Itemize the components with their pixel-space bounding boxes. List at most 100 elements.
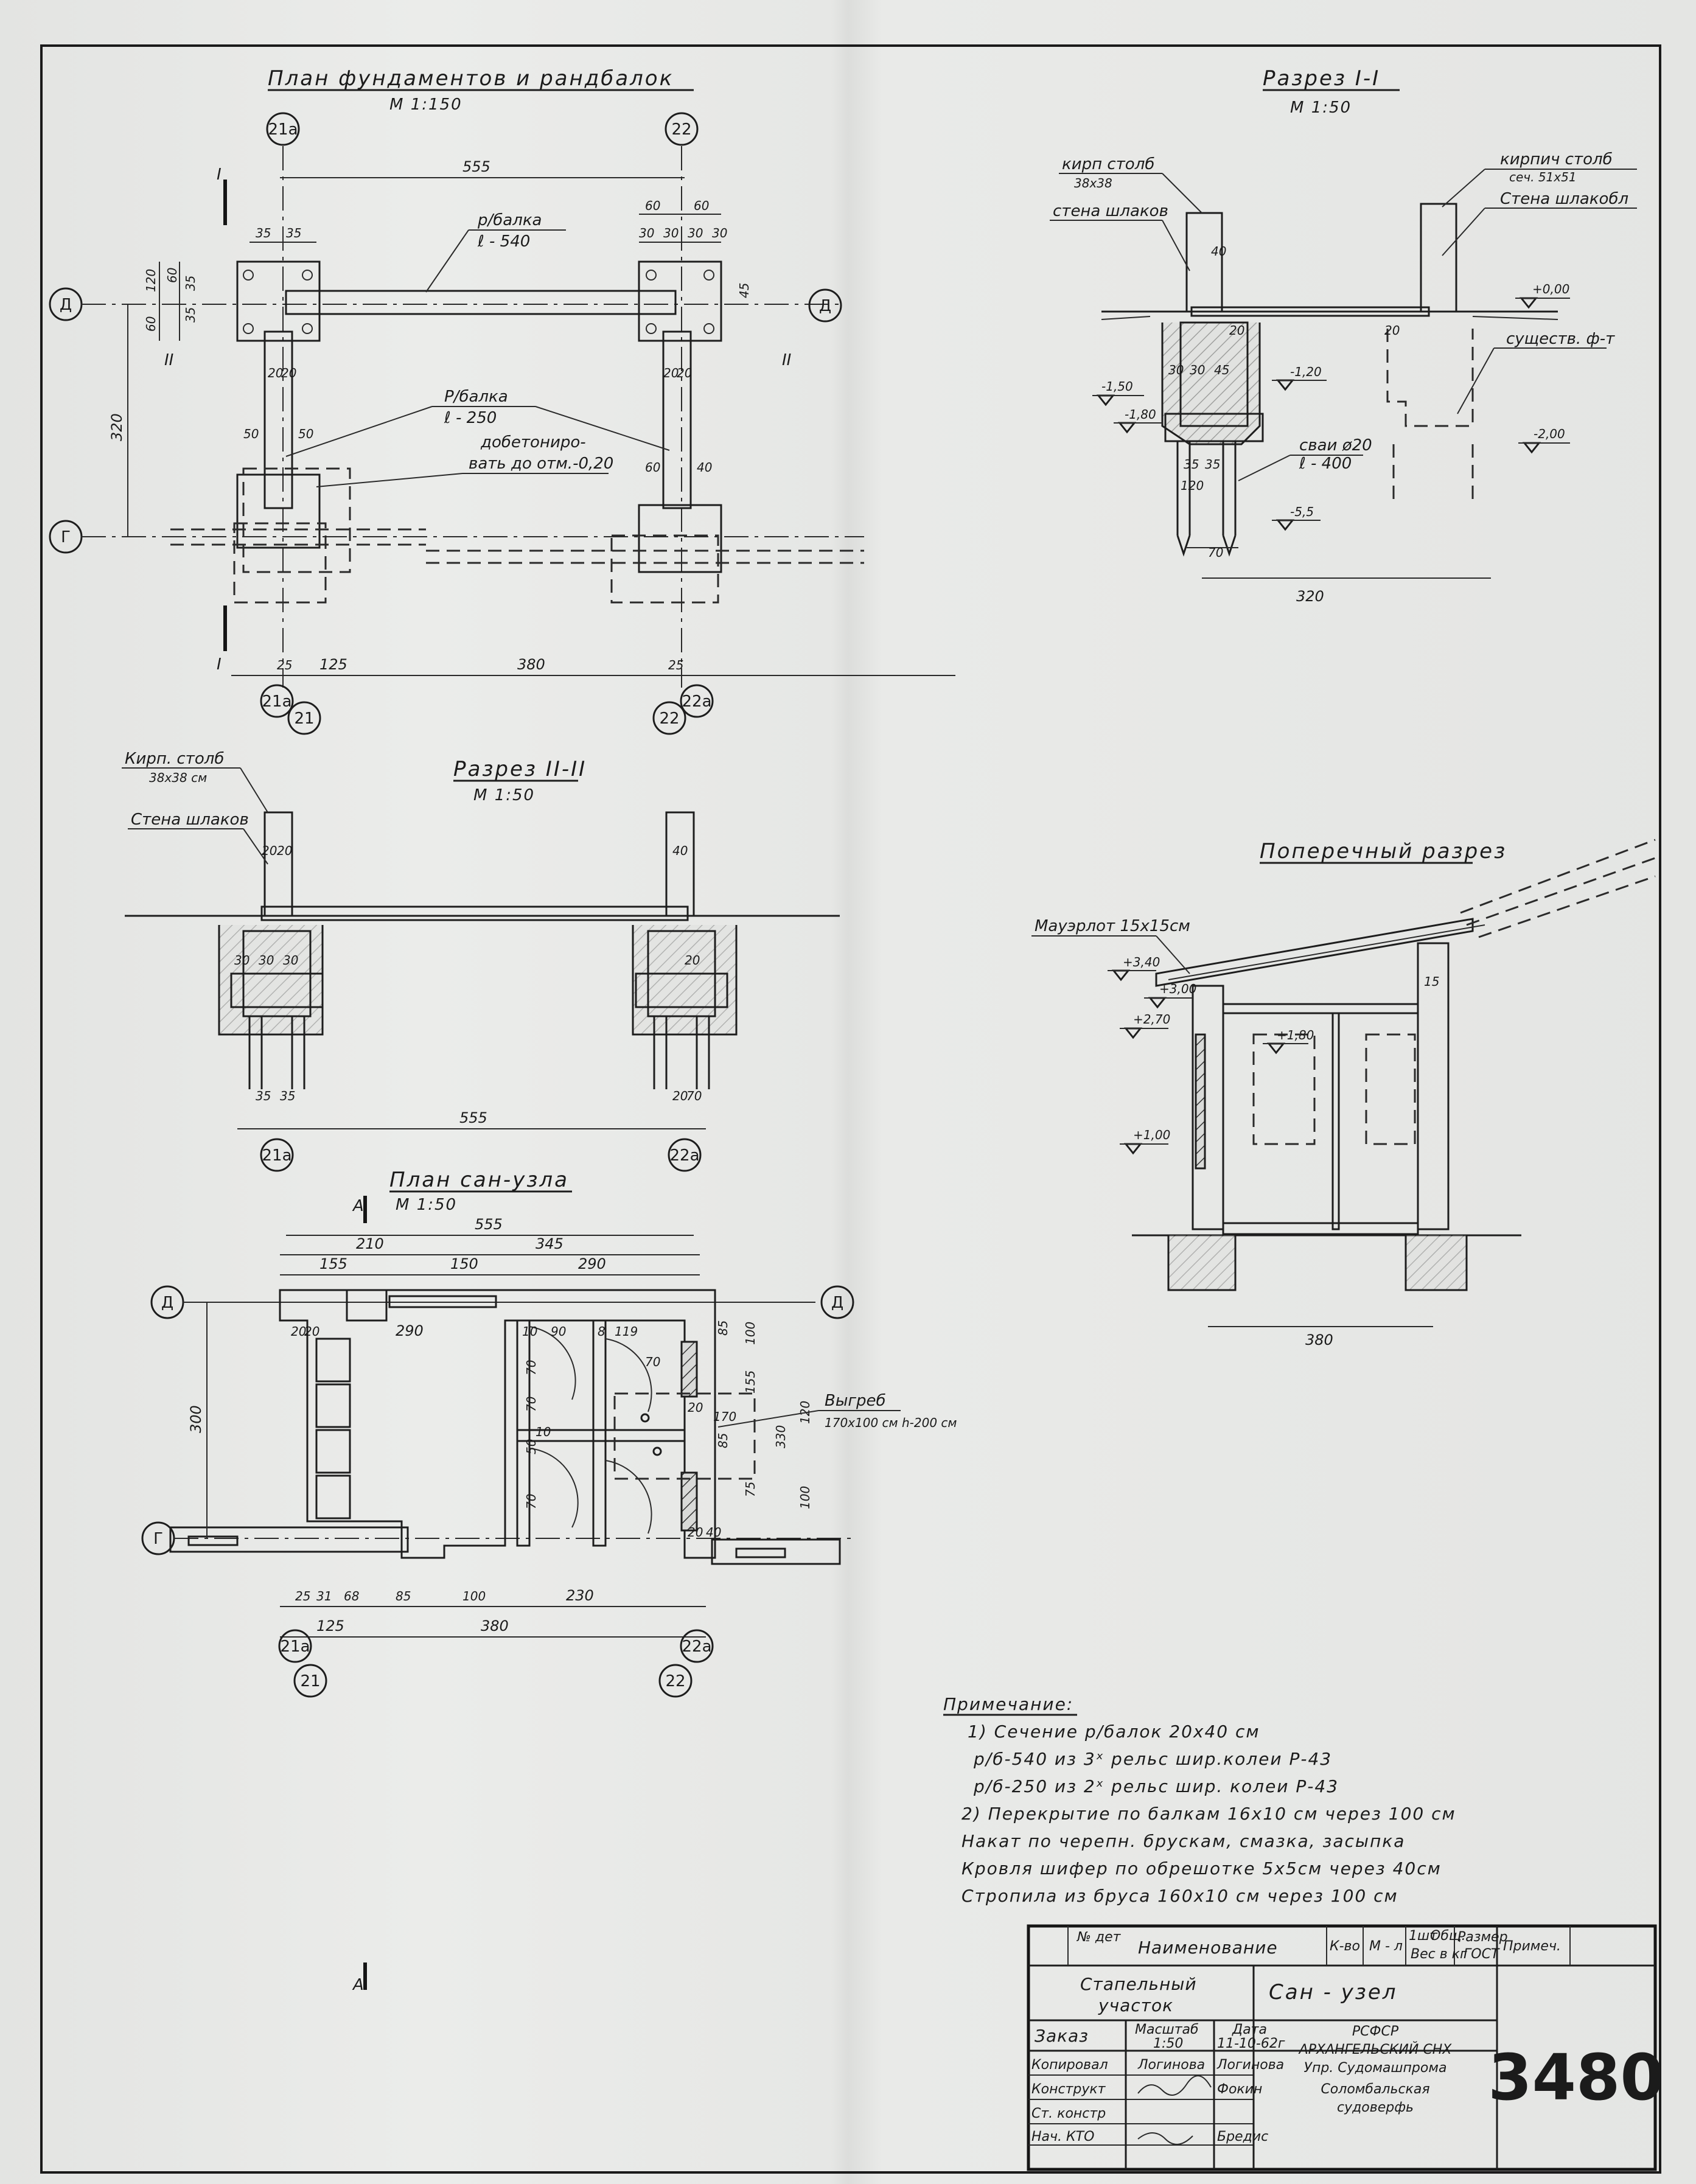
svg-text:-2,00: -2,00 — [1534, 427, 1565, 441]
notes: Примечание: 1) Сечение р/балок 20x40 см … — [943, 1694, 1455, 1906]
scale-value: 1:50 — [1153, 2036, 1183, 2051]
svg-text:Наименование: Наименование — [1138, 1938, 1278, 1958]
level-150: -1,50 — [1092, 379, 1144, 406]
svg-text:Ст. констр: Ст. констр — [1031, 2106, 1106, 2121]
level-340: +3,40 — [1108, 955, 1160, 982]
note-line: Накат по черепн. брускам, смазка, засыпк… — [961, 1831, 1405, 1851]
svg-text:-1,20: -1,20 — [1290, 365, 1322, 379]
svg-text:судоверфь: судоверфь — [1337, 2100, 1414, 2115]
section-mark-A-bottom: А — [352, 1976, 364, 1994]
svg-text:25: 25 — [668, 658, 683, 672]
toilet-plan-scale: М 1:50 — [396, 1196, 457, 1214]
svg-text:38x38: 38x38 — [1074, 176, 1112, 190]
level-180: +1,80 — [1263, 1028, 1314, 1055]
note-line: р/б-250 из 2ˣ рельс шир. колеи Р-43 — [973, 1776, 1339, 1796]
svg-text:Д: Д — [819, 297, 831, 315]
beam-250-label: Р/балка — [444, 388, 508, 406]
svg-text:68: 68 — [344, 1589, 359, 1603]
axis-marker-22-toilet: 22 — [658, 1664, 693, 1698]
svg-text:+2,70: +2,70 — [1133, 1012, 1170, 1027]
svg-text:Конструкт: Конструкт — [1031, 2082, 1106, 2097]
svg-text:90: 90 — [551, 1324, 566, 1339]
foundation-plan: План фундаментов и рандбалок М 1:150 21а… — [49, 66, 955, 735]
svg-text:10: 10 — [536, 1425, 551, 1439]
axis-marker-21-toilet: 21 — [293, 1664, 327, 1698]
svg-text:300: 300 — [187, 1405, 204, 1433]
level-300: +3,00 — [1144, 982, 1196, 1009]
svg-text:21а: 21а — [262, 693, 291, 711]
svg-text:330: 330 — [773, 1425, 788, 1448]
svg-text:Г: Г — [61, 528, 71, 546]
mauerlat-label: Мауэрлот 15x15см — [1035, 917, 1190, 935]
cross-section-title: Поперечный разрез — [1260, 839, 1507, 863]
axis-marker-22a-bottom: 22а — [680, 684, 714, 718]
section-2: Разрез II-II М 1:50 20 20 40 30 30 30 20… — [122, 750, 840, 1172]
level-0: +0,00 — [1515, 282, 1570, 309]
svg-text:31: 31 — [316, 1589, 332, 1603]
svg-text:Г: Г — [153, 1530, 163, 1548]
svg-text:38x38 см: 38x38 см — [149, 770, 207, 785]
toilet-plan: План сан-узла М 1:50 А А 555 210 345 155… — [141, 1168, 957, 1994]
svg-text:№ дет: № дет — [1077, 1930, 1122, 1945]
drawing-border — [40, 44, 1661, 2174]
svg-text:30: 30 — [1168, 363, 1184, 377]
section-1-scale: М 1:50 — [1290, 99, 1352, 117]
pit-label: Выгреб — [825, 1392, 886, 1410]
svg-text:35: 35 — [286, 226, 301, 240]
svg-text:40: 40 — [697, 460, 712, 475]
section-label: Стапельный — [1080, 1974, 1197, 1994]
svg-text:230: 230 — [566, 1587, 594, 1604]
axis-marker-21-bottom: 21 — [287, 701, 321, 735]
svg-text:50: 50 — [243, 427, 259, 441]
svg-text:70: 70 — [686, 1089, 702, 1103]
svg-text:60: 60 — [645, 460, 660, 475]
svg-text:ℓ - 540: ℓ - 540 — [477, 232, 530, 251]
axis-marker-22a-s2: 22а — [668, 1138, 702, 1172]
svg-text:Упр. Судомашпрома: Упр. Судомашпрома — [1304, 2060, 1447, 2076]
svg-text:40: 40 — [1211, 244, 1226, 259]
svg-text:Общ.: Общ. — [1430, 1928, 1466, 1944]
svg-text:15: 15 — [1424, 974, 1439, 989]
svg-text:20: 20 — [291, 1324, 306, 1339]
svg-text:35: 35 — [1205, 457, 1220, 472]
svg-text:380: 380 — [481, 1617, 509, 1635]
svg-text:20: 20 — [1384, 323, 1400, 338]
svg-text:+1,80: +1,80 — [1277, 1028, 1314, 1042]
svg-text:35: 35 — [280, 1089, 295, 1103]
svg-text:21а: 21а — [262, 1146, 291, 1165]
svg-text:60: 60 — [144, 316, 158, 332]
title-block: № дет Наименование К-во М - л 1шт Общ. В… — [1027, 1924, 1664, 2171]
section-mark-II-left: II — [164, 351, 173, 369]
svg-text:Д: Д — [831, 1294, 843, 1312]
svg-text:21: 21 — [300, 1672, 320, 1690]
slag-wall-2-label: Стена шлаков — [131, 811, 249, 829]
note-line: Кровля шифер по обрешотке 5x5см через 40… — [961, 1858, 1442, 1879]
svg-text:20: 20 — [268, 366, 283, 380]
svg-text:25: 25 — [277, 658, 292, 672]
section-mark-I-bottom: I — [217, 655, 222, 674]
svg-text:70: 70 — [1208, 545, 1223, 560]
svg-text:380: 380 — [1305, 1331, 1333, 1348]
item-title: Сан - узел — [1269, 1980, 1398, 2004]
level-180: -1,80 — [1114, 407, 1162, 434]
svg-text:10: 10 — [522, 1324, 537, 1339]
svg-text:155: 155 — [743, 1370, 758, 1394]
level-200: -2,00 — [1518, 427, 1570, 454]
section-mark-A-top: А — [352, 1197, 364, 1215]
svg-text:70: 70 — [645, 1355, 660, 1369]
svg-text:50: 50 — [298, 427, 313, 441]
section-mark-I-top: I — [217, 166, 222, 184]
svg-text:+3,40: +3,40 — [1123, 955, 1160, 969]
axis-marker-21a-top: 21а — [266, 112, 300, 146]
svg-text:120: 120 — [144, 269, 158, 292]
svg-text:-5,5: -5,5 — [1290, 504, 1314, 519]
svg-text:30: 30 — [663, 226, 679, 240]
axis-marker-22-top: 22 — [665, 112, 699, 146]
svg-text:-1,80: -1,80 — [1125, 407, 1156, 422]
svg-text:100: 100 — [743, 1322, 758, 1345]
svg-text:вать до отм.-0,20: вать до отм.-0,20 — [469, 455, 613, 473]
svg-text:50: 50 — [524, 1439, 539, 1454]
svg-text:21а: 21а — [280, 1638, 310, 1656]
level-270: +2,70 — [1120, 1012, 1170, 1039]
